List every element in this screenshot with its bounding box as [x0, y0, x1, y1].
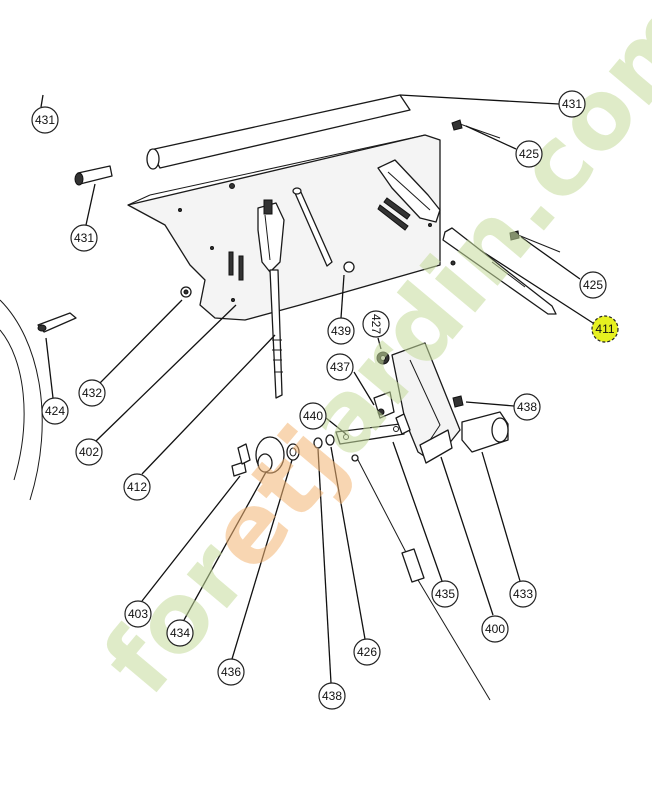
svg-text:400: 400: [485, 622, 505, 636]
callout-426[interactable]: 426: [353, 638, 381, 666]
part-431-pin: [74, 165, 113, 186]
callout-434[interactable]: 434: [166, 619, 194, 647]
part-431-tube: [146, 94, 411, 170]
callout-440[interactable]: 440: [299, 402, 327, 430]
svg-text:439: 439: [331, 324, 351, 338]
part-437: [373, 391, 395, 419]
callout-433[interactable]: 433: [509, 580, 537, 608]
part-412-lever: [228, 199, 285, 399]
callout-425[interactable]: 425: [515, 140, 543, 168]
callout-412[interactable]: 412: [123, 473, 151, 501]
callout-439[interactable]: 439: [327, 317, 355, 345]
part-427-bolt: [376, 351, 390, 365]
svg-text:436: 436: [221, 665, 241, 679]
parts-drawing: [0, 94, 561, 701]
part-402-panel: [127, 134, 456, 321]
callout-431[interactable]: 431: [70, 224, 98, 252]
callouts: 431 431 431 425 425 411 432 439 427 437 …: [31, 90, 619, 710]
svg-text:402: 402: [79, 445, 99, 459]
part-433-block: [461, 411, 509, 453]
callout-438[interactable]: 438: [318, 682, 346, 710]
svg-text:403: 403: [128, 607, 148, 621]
part-435-cable: [351, 454, 491, 701]
svg-text:412: 412: [127, 480, 147, 494]
callout-425[interactable]: 425: [579, 271, 607, 299]
svg-text:438: 438: [517, 400, 537, 414]
part-438-washer: [313, 434, 335, 449]
svg-text:435: 435: [435, 587, 455, 601]
callout-400[interactable]: 400: [481, 615, 509, 643]
part-431-rod: [292, 187, 355, 273]
callout-402[interactable]: 402: [75, 438, 103, 466]
part-432-knob: [180, 286, 192, 298]
wheel-edge: [0, 299, 43, 501]
svg-text:427: 427: [369, 314, 383, 334]
part-425-screws: [451, 119, 561, 253]
part-400-bracket: [391, 342, 461, 464]
callout-437[interactable]: 437: [326, 353, 354, 381]
svg-text:431: 431: [562, 97, 582, 111]
callout-403[interactable]: 403: [124, 600, 152, 628]
svg-text:438: 438: [322, 689, 342, 703]
svg-text:431: 431: [74, 231, 94, 245]
svg-text:440: 440: [303, 409, 323, 423]
part-411-lever: [377, 159, 557, 315]
part-440-link: [335, 413, 411, 445]
svg-text:432: 432: [82, 386, 102, 400]
part-434-pulley: [255, 436, 285, 474]
svg-text:424: 424: [45, 404, 65, 418]
callout-411[interactable]: 411: [591, 315, 619, 343]
part-438-nut: [452, 395, 464, 408]
part-436-washer: [286, 443, 300, 461]
callout-438[interactable]: 438: [513, 393, 541, 421]
callout-432[interactable]: 432: [78, 379, 106, 407]
svg-text:426: 426: [357, 645, 377, 659]
leader-lines: [40, 94, 594, 684]
callout-424[interactable]: 424: [41, 397, 69, 425]
part-403-bolt: [231, 443, 251, 477]
callout-427[interactable]: 427: [362, 310, 390, 338]
svg-text:433: 433: [513, 587, 533, 601]
svg-text:411: 411: [595, 322, 614, 336]
callout-435[interactable]: 435: [431, 580, 459, 608]
svg-text:425: 425: [519, 147, 539, 161]
callout-431[interactable]: 431: [31, 106, 59, 134]
svg-text:431: 431: [35, 113, 55, 127]
svg-text:434: 434: [170, 626, 190, 640]
part-424-handle: [37, 312, 77, 333]
svg-text:425: 425: [583, 278, 603, 292]
callout-431[interactable]: 431: [558, 90, 586, 118]
callout-436[interactable]: 436: [217, 658, 245, 686]
svg-text:437: 437: [330, 360, 350, 374]
